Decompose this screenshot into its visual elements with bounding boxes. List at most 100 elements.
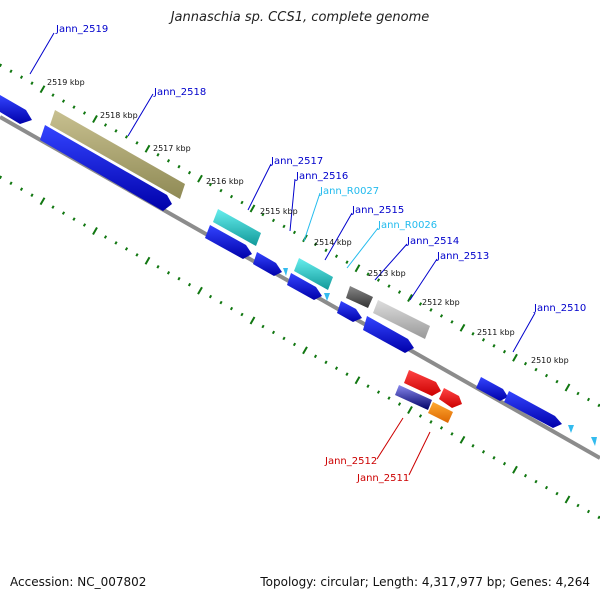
tick-mark — [61, 99, 66, 103]
tick-mark — [407, 294, 413, 302]
scale-label: 2515 kbp — [260, 207, 298, 216]
tick-mark — [39, 197, 46, 206]
gene-label-2515[interactable]: Jann_2515 — [351, 205, 404, 216]
tick-mark — [282, 336, 286, 341]
scale-label: 2518 kbp — [100, 111, 138, 120]
tick-mark — [502, 349, 507, 354]
scale-labels: 2519 kbp 2518 kbp 2517 kbp 2516 kbp 2515… — [47, 78, 569, 365]
tick-mark — [219, 300, 223, 305]
gene-feature-2513[interactable] — [373, 300, 430, 339]
gene-label-2514[interactable]: Jann_2514 — [406, 236, 459, 247]
tick-mark — [324, 248, 328, 253]
gene-feature-2512b[interactable] — [439, 388, 462, 408]
accession-label: Accession: NC_007802 — [10, 575, 147, 589]
tick-mark — [0, 175, 3, 180]
gene-label-2517[interactable]: Jann_2517 — [270, 156, 323, 167]
gene-feature-2511a[interactable] — [395, 385, 432, 410]
tick-mark — [39, 85, 46, 94]
tick-mark — [292, 342, 297, 347]
gene-feature-2515[interactable] — [287, 273, 322, 300]
tick-mark — [523, 473, 528, 478]
gene-feature-r0027[interactable] — [294, 258, 333, 290]
tick-mark — [292, 230, 297, 235]
gene-label-2510[interactable]: Jann_2510 — [533, 303, 586, 314]
gene-feature-2511[interactable] — [428, 402, 453, 423]
gene-label-2513[interactable]: Jann_2513 — [436, 251, 489, 262]
tick-mark — [534, 367, 538, 372]
tick-mark — [439, 314, 444, 318]
tick-mark — [240, 200, 244, 205]
tick-mark — [72, 217, 76, 221]
gene-label-2512[interactable]: Jann_2512 — [324, 456, 377, 467]
tick-mark — [156, 265, 160, 269]
tick-mark — [114, 241, 118, 245]
gene-feature-2519[interactable] — [0, 95, 32, 124]
tick-mark — [208, 294, 213, 299]
tick-mark — [366, 384, 370, 388]
tick-mark — [187, 170, 192, 175]
tick-mark — [92, 227, 98, 235]
tick-mark — [124, 247, 129, 251]
tick-mark — [103, 235, 108, 239]
tick-mark — [512, 465, 518, 474]
scale-label: 2517 kbp — [153, 144, 191, 153]
tick-mark — [324, 360, 328, 365]
tick-mark — [555, 379, 559, 384]
tick-mark — [387, 284, 391, 288]
tick-mark — [334, 366, 339, 370]
gene-label-2518[interactable]: Jann_2518 — [153, 87, 206, 98]
tick-mark — [576, 503, 580, 508]
gene-feature-2516b[interactable] — [253, 252, 282, 276]
gene-feature-2512[interactable] — [404, 370, 441, 396]
gene-feature-2510[interactable] — [504, 391, 562, 428]
tick-mark — [114, 129, 118, 133]
tick-mark — [19, 75, 24, 79]
gene-feature-2513b[interactable] — [363, 316, 414, 353]
gene-label-r0026[interactable]: Jann_R0026 — [377, 220, 437, 231]
marker-icon — [324, 293, 330, 301]
tick-mark — [534, 479, 538, 484]
tick-mark — [271, 330, 276, 335]
gene-label-2519[interactable]: Jann_2519 — [55, 24, 108, 35]
tick-mark — [282, 224, 286, 229]
tick-mark — [177, 276, 181, 281]
feature-track — [0, 95, 597, 446]
scale-label: 2519 kbp — [47, 78, 85, 87]
tick-mark — [459, 435, 466, 444]
tick-mark — [61, 211, 66, 215]
tick-mark — [72, 105, 76, 109]
gene-feature-2514[interactable] — [346, 286, 373, 308]
tick-mark — [544, 485, 549, 490]
gene-label-r0027[interactable]: Jann_R0027 — [319, 186, 379, 197]
tick-mark — [366, 272, 370, 276]
gene-feature-2518[interactable] — [50, 110, 185, 199]
tick-mark — [208, 182, 213, 187]
gene-label-2516[interactable]: Jann_2516 — [295, 171, 348, 182]
tick-mark — [82, 111, 87, 115]
gene-feature-r0026[interactable] — [337, 301, 362, 322]
tick-mark — [271, 218, 276, 223]
gene-feature-2510a[interactable] — [476, 377, 508, 401]
tick-mark — [229, 194, 234, 199]
tick-mark — [397, 402, 402, 406]
tick-mark — [177, 164, 181, 169]
tick-mark — [9, 181, 13, 186]
tick-mark — [376, 278, 381, 282]
tick-mark — [135, 253, 139, 257]
tick-mark — [261, 212, 265, 217]
gene-feature-2516[interactable] — [205, 225, 252, 259]
scale-label: 2514 kbp — [314, 238, 352, 247]
tick-mark — [82, 223, 87, 227]
tick-mark — [313, 242, 318, 247]
tick-mark — [492, 344, 496, 348]
tick-mark — [187, 282, 192, 287]
scale-ticks — [0, 63, 600, 520]
gene-label-2511[interactable]: Jann_2511 — [356, 473, 409, 484]
tick-mark — [544, 373, 549, 378]
tick-mark — [313, 354, 318, 359]
tick-mark — [51, 93, 55, 97]
tick-mark — [407, 406, 413, 414]
gene-feature-2517[interactable] — [213, 209, 261, 246]
gene-feature-2518b[interactable] — [40, 125, 172, 211]
